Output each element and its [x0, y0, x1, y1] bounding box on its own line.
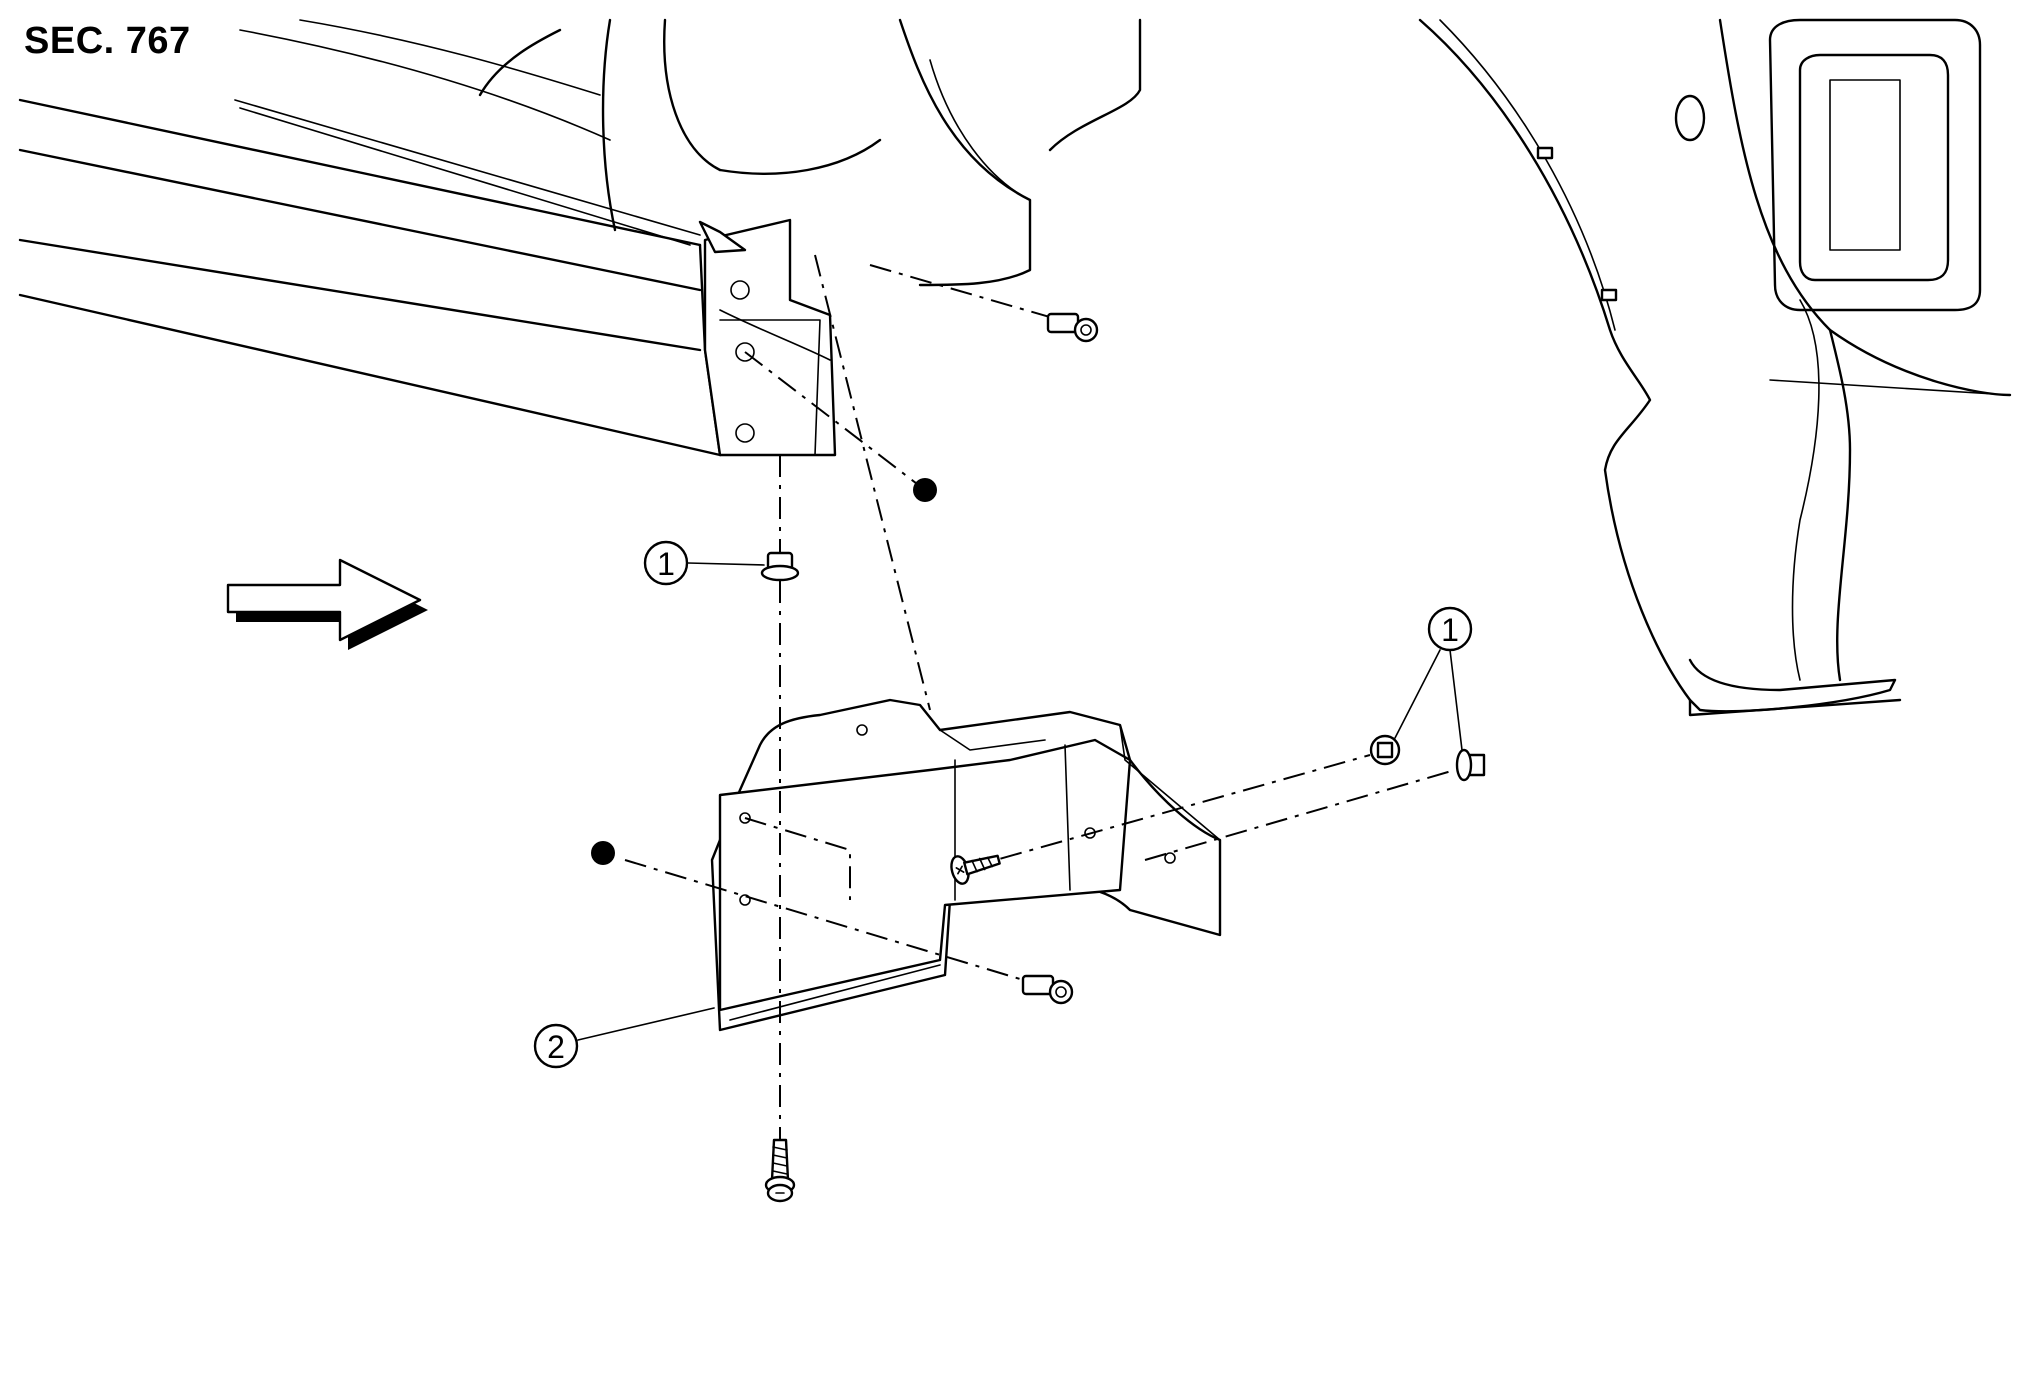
body-hole — [1674, 94, 1706, 142]
bolt-hole-icon — [730, 280, 750, 300]
front-arrow-icon — [226, 558, 428, 650]
bolt-hole-icon — [735, 423, 755, 443]
rear-wheel-house — [1418, 18, 2012, 717]
reference-dot-icon — [913, 478, 937, 502]
callout-2: 2 — [533, 1007, 715, 1069]
grommet-icon — [1455, 748, 1486, 782]
grommet-icon — [760, 551, 800, 582]
side-sill-body — [18, 18, 1142, 457]
wheel-house-clip-icon — [1536, 146, 1618, 302]
clip-icon — [1021, 974, 1074, 1005]
screw-icon — [764, 1138, 796, 1203]
svg-text:2: 2 — [547, 1029, 565, 1065]
svg-text:1: 1 — [657, 546, 675, 582]
svg-text:1: 1 — [1441, 612, 1459, 648]
screw-icon — [950, 854, 1001, 885]
callout-1-right: 1 — [1394, 606, 1473, 751]
callout-1-left: 1 — [643, 540, 765, 586]
reference-dot-icon — [591, 841, 615, 865]
clip-icon — [1046, 312, 1099, 343]
bolt-hole-icon — [735, 342, 755, 362]
grommet-icon — [1369, 734, 1401, 766]
sill-tab — [698, 220, 747, 254]
section-label: SEC. 767 — [24, 20, 191, 62]
